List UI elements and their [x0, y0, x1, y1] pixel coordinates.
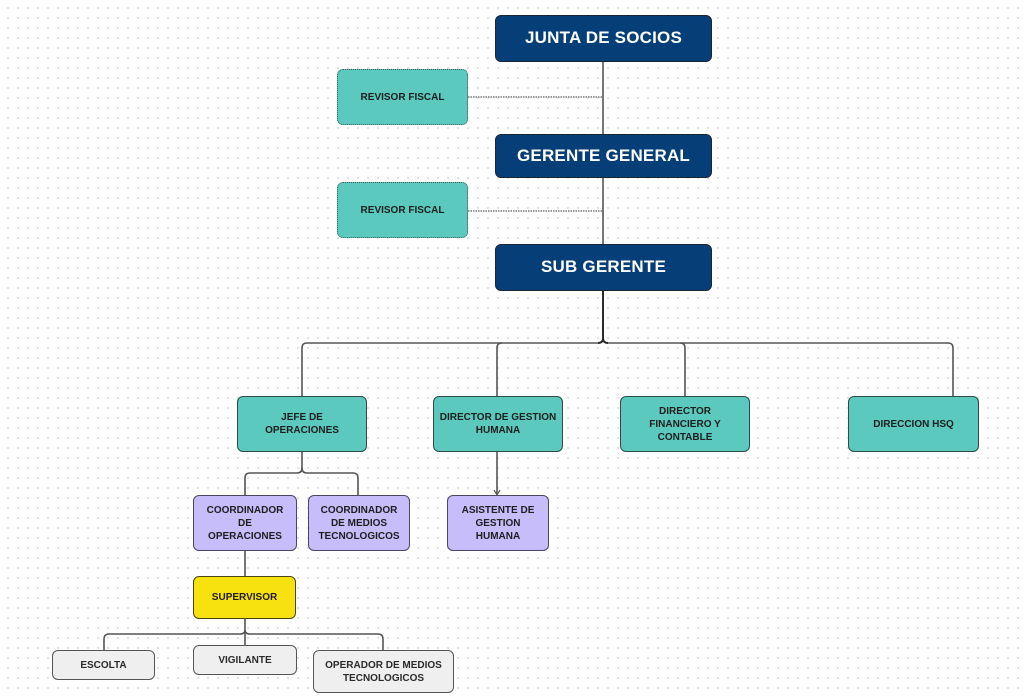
node-label: REVISOR FISCAL: [360, 204, 445, 216]
node-revisor-fiscal-1[interactable]: REVISOR FISCAL: [337, 69, 468, 125]
node-label: DIRECCION HSQ: [873, 418, 954, 430]
node-director-gestion-humana[interactable]: DIRECTOR DE GESTION HUMANA: [433, 396, 563, 452]
connector-to-gestion-humana: [496, 342, 503, 396]
node-director-financiero[interactable]: DIRECTOR FINANCIERO Y CONTABLE: [620, 396, 750, 452]
node-label: OPERADOR DE MEDIOS TECNOLOGICOS: [325, 659, 442, 684]
node-sub-gerente[interactable]: SUB GERENTE: [495, 244, 712, 291]
node-gerente-general[interactable]: GERENTE GENERAL: [495, 134, 712, 178]
node-label: SUPERVISOR: [211, 592, 278, 603]
node-label: VIGILANTE: [218, 655, 272, 666]
node-revisor-fiscal-2[interactable]: REVISOR FISCAL: [337, 182, 468, 238]
connector-subgerente-trunk: [597, 290, 604, 344]
node-label: ESCOLTA: [80, 659, 127, 671]
node-escolta[interactable]: ESCOLTA: [52, 650, 155, 680]
connector-to-financiero: [608, 342, 686, 396]
node-label: JEFE DE OPERACIONES: [265, 412, 339, 436]
node-label: SUB GERENTE: [541, 257, 666, 277]
node-label: COORDINADOR DE MEDIOS TECNOLOGICOS: [318, 504, 400, 542]
node-label: DIRECTOR DE GESTION HUMANA: [439, 412, 557, 436]
node-label: DIRECTOR FINANCIERO Y CONTABLE: [649, 405, 721, 443]
node-junta-de-socios[interactable]: JUNTA DE SOCIOS: [495, 15, 712, 62]
node-label: GERENTE GENERAL: [516, 145, 691, 165]
node-jefe-de-operaciones[interactable]: JEFE DE OPERACIONES: [237, 396, 367, 452]
connector-to-coord-medios: [301, 467, 359, 496]
node-supervisor[interactable]: SUPERVISOR: [193, 576, 296, 619]
connector-to-jefe: [301, 342, 598, 396]
node-coordinador-operaciones[interactable]: COORDINADOR DE OPERACIONES: [193, 495, 297, 551]
node-asistente-gestion-humana[interactable]: ASISTENTE DE GESTION HUMANA: [447, 495, 549, 551]
node-label: COORDINADOR DE OPERACIONES: [206, 504, 284, 542]
connector-to-hsq: [680, 342, 954, 396]
node-label: ASISTENTE DE GESTION HUMANA: [461, 504, 535, 542]
node-label: REVISOR FISCAL: [360, 91, 445, 103]
node-label: JUNTA DE SOCIOS: [525, 28, 682, 48]
node-direccion-hsq[interactable]: DIRECCION HSQ: [848, 396, 979, 452]
node-coordinador-medios[interactable]: COORDINADOR DE MEDIOS TECNOLOGICOS: [308, 495, 410, 551]
node-vigilante[interactable]: VIGILANTE: [193, 645, 297, 675]
node-operador-medios[interactable]: OPERADOR DE MEDIOS TECNOLOGICOS: [313, 650, 454, 693]
connector-jefe-trunk: [244, 451, 303, 496]
